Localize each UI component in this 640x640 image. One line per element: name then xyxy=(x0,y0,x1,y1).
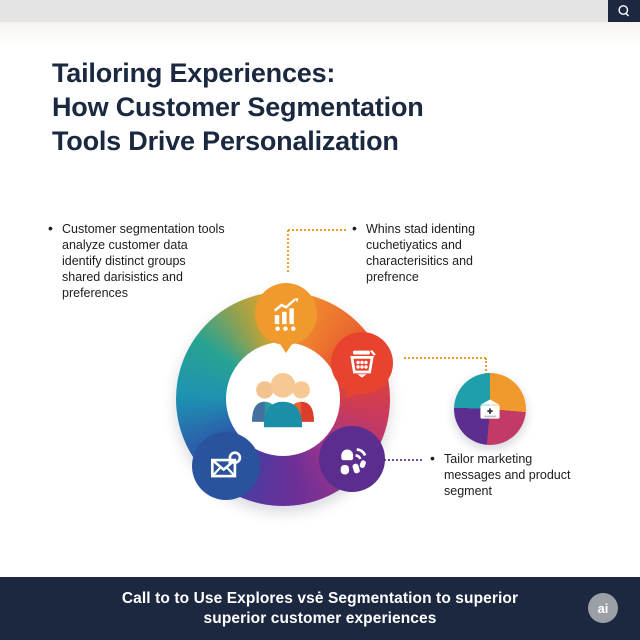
connector-bottom-horizontal xyxy=(384,459,422,461)
page-title: Tailoring Experiences: How Customer Segm… xyxy=(52,58,424,156)
torn-paper-edge xyxy=(0,22,640,48)
ai-logo-badge: ai xyxy=(588,593,618,623)
connector-right-vertical xyxy=(485,358,487,378)
connector-right-horizontal xyxy=(404,357,486,359)
bullet-bottom: Tailor marketing messages and product se… xyxy=(430,450,594,499)
footer-bar: Call to to Use Explores vsė Segmentation… xyxy=(0,577,640,640)
bullet-right: Whins stad identing cuchetiyatics and ch… xyxy=(352,220,536,285)
top-bar xyxy=(0,0,640,22)
person-broadcast-icon xyxy=(333,440,371,478)
shopping-basket-icon xyxy=(344,345,380,381)
three-people-group-icon xyxy=(237,358,329,440)
connector-left-vertical xyxy=(287,230,289,272)
envelope-search-icon xyxy=(207,447,245,485)
badge-email xyxy=(192,432,260,500)
side-pie-circle xyxy=(454,373,526,445)
search-icon xyxy=(617,4,631,18)
mail-add-icon xyxy=(473,392,507,426)
badge-broadcast xyxy=(319,426,385,492)
growth-bar-chart-icon xyxy=(268,296,304,332)
badge-basket xyxy=(331,332,393,394)
connector-left-horizontal xyxy=(288,229,346,231)
footer-cta-text: Call to to Use Explores vsė Segmentation… xyxy=(121,590,519,627)
badge-analytics xyxy=(255,283,317,353)
search-button[interactable] xyxy=(608,0,640,22)
bullet-left: Customer segmentation tools analyze cust… xyxy=(48,220,272,301)
